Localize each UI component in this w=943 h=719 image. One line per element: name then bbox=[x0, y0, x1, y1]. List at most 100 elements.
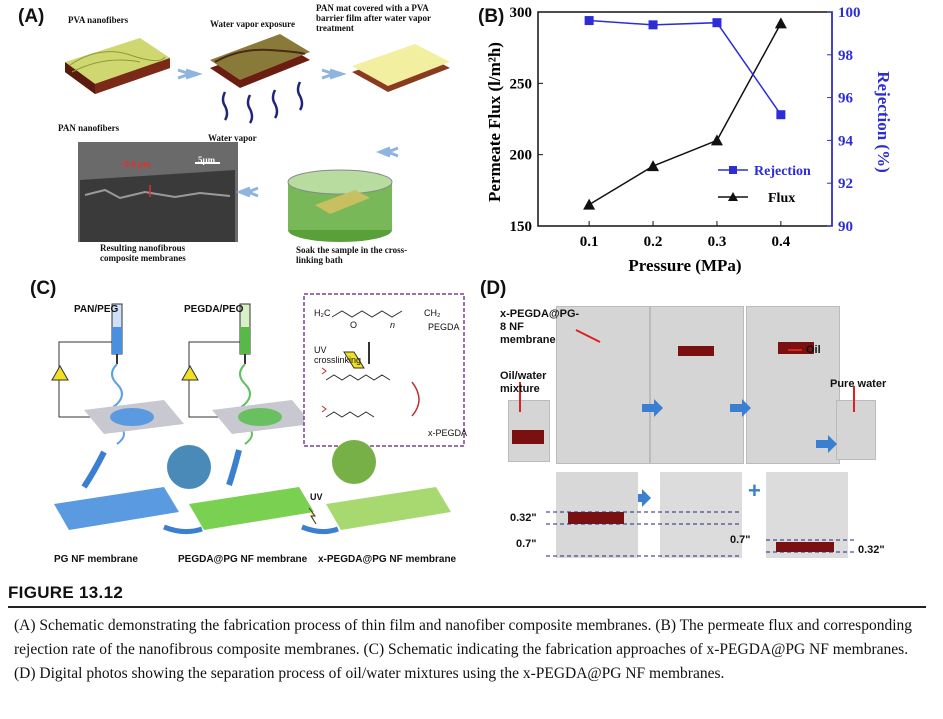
x-tick-label: 0.1 bbox=[580, 234, 599, 250]
thickness-label: ~0.6 μm bbox=[120, 159, 151, 169]
x-pegda-pg-label: x-PEGDA@PG NF membrane bbox=[318, 554, 457, 565]
y-tick-label: 150 bbox=[510, 219, 533, 235]
x-axis-label: Pressure (MPa) bbox=[628, 256, 741, 275]
ch2-label: CH₂ bbox=[424, 308, 441, 318]
sem-image bbox=[78, 142, 238, 242]
legend: Rejection Flux bbox=[718, 164, 811, 206]
scale-bar-label: 5μm bbox=[198, 155, 216, 165]
data-point-flux bbox=[647, 160, 660, 172]
arrow-icon bbox=[235, 186, 259, 198]
arrow-icon bbox=[630, 489, 651, 507]
zoom-circle bbox=[332, 440, 376, 484]
photo-pure-water bbox=[836, 400, 876, 460]
data-point-rejection bbox=[776, 110, 786, 120]
y2-tick-label: 94 bbox=[838, 133, 854, 149]
crosslinking-bath bbox=[287, 169, 393, 242]
resulting-membranes-label: Resulting nanofibrous composite membrane… bbox=[100, 243, 186, 263]
syringe-icon bbox=[111, 303, 123, 364]
y2-tick-label: 90 bbox=[838, 219, 853, 235]
oil-layer bbox=[512, 430, 544, 444]
series-line-flux bbox=[588, 23, 782, 206]
data-point-flux bbox=[583, 198, 596, 210]
n-subscript: n bbox=[390, 320, 396, 330]
pure-water-label: Pure water bbox=[830, 378, 887, 390]
pegda-peo-label: PEGDA/PEO bbox=[184, 304, 244, 315]
panel-d: x-PEGDA@PG-8 NF membrane Oil/water mixtu… bbox=[480, 282, 930, 570]
oil-layer bbox=[778, 342, 814, 354]
x-pegda-label: x-PEGDA bbox=[428, 428, 468, 438]
title-rule bbox=[8, 606, 926, 608]
arrow-icon bbox=[321, 68, 347, 80]
y2-axis-label: Rejection (%) bbox=[874, 71, 893, 173]
data-point-rejection bbox=[584, 16, 594, 26]
membrane-label: x-PEGDA@PG-8 NF membrane bbox=[500, 308, 580, 347]
pegda-label: PEGDA bbox=[428, 322, 460, 332]
water-vapor-icon bbox=[221, 81, 304, 124]
oxygen-label: O bbox=[350, 320, 358, 330]
x-tick-label: 0.3 bbox=[708, 234, 727, 250]
panel-b-label: (B) bbox=[478, 6, 505, 27]
plus-icon: + bbox=[748, 478, 761, 503]
water-vapor-exposure-label: Water vapor exposure bbox=[210, 19, 295, 29]
panel-c: PAN/PEG PEGDA/PEO PG NF membrane PEGDA@P… bbox=[14, 282, 472, 570]
y-tick-label: 200 bbox=[510, 148, 533, 164]
y2-tick-label: 100 bbox=[838, 5, 861, 21]
data-point-flux bbox=[710, 134, 723, 146]
zoom-circle bbox=[167, 445, 211, 489]
y-tick-label: 300 bbox=[510, 5, 533, 21]
panel-c-schematic bbox=[51, 293, 465, 535]
figure-caption: (A) Schematic demonstrating the fabricat… bbox=[14, 617, 913, 682]
measure-032: 0.32" bbox=[510, 512, 537, 524]
panel-c-label: (C) bbox=[30, 278, 57, 299]
photo-funnel-3 bbox=[746, 306, 840, 464]
y2-tick-label: 98 bbox=[838, 48, 853, 64]
arrow-icon bbox=[642, 399, 663, 417]
figure-title: FIGURE 13.12 bbox=[8, 583, 124, 602]
pan-peg-label: PAN/PEG bbox=[74, 304, 119, 315]
data-point-rejection bbox=[648, 20, 658, 30]
data-point-rejection bbox=[712, 18, 722, 28]
arrow-icon bbox=[177, 68, 203, 80]
panel-d-label: (D) bbox=[480, 278, 507, 299]
measure-07: 0.7" bbox=[516, 538, 537, 550]
panel-d-overlays bbox=[519, 329, 856, 558]
h2c-label: H₂C bbox=[314, 308, 331, 318]
series-line-rejection bbox=[589, 19, 782, 116]
chemistry-box bbox=[303, 293, 465, 447]
film-covered-mat bbox=[352, 44, 450, 92]
panel-a-label: (A) bbox=[18, 6, 45, 27]
uv-crosslinking-label: UV crosslinking bbox=[314, 345, 362, 365]
y2-tick-label: 96 bbox=[838, 91, 854, 107]
panel-a: PVA nanofibers PAN nanofibers Water vapo… bbox=[10, 3, 470, 272]
panel-a-schematic bbox=[65, 34, 450, 242]
measure-07-right: 0.7" bbox=[730, 534, 751, 546]
photo-funnel-1 bbox=[556, 306, 650, 464]
flux-rejection-chart: 0.1 0.2 0.3 0.4 150 200 250 300 90 92 94 96 98 100 Pe… bbox=[485, 5, 893, 275]
vapor-mat bbox=[210, 34, 310, 124]
warning-icon bbox=[181, 364, 199, 381]
pva-nanofibers-label: PVA nanofibers bbox=[68, 15, 129, 25]
data-point-flux bbox=[774, 17, 787, 29]
x-tick-label: 0.4 bbox=[771, 234, 790, 250]
water-vapor-label: Water vapor bbox=[208, 133, 257, 143]
measure-032-right: 0.32" bbox=[858, 544, 885, 556]
pva-pan-mat bbox=[65, 38, 170, 94]
soak-label: Soak the sample in the cross-linking bat… bbox=[296, 245, 408, 265]
uv-label: UV bbox=[310, 492, 323, 502]
y-axis-label: Permeate Flux (l/m²h) bbox=[485, 42, 504, 202]
oil-layer bbox=[678, 346, 714, 356]
x-tick-label: 0.2 bbox=[644, 234, 663, 250]
arrow-icon bbox=[816, 435, 837, 453]
y2-tick-label: 92 bbox=[838, 176, 853, 192]
warning-icon bbox=[51, 364, 69, 381]
uv-bolt-icon bbox=[308, 507, 317, 525]
legend-flux: Flux bbox=[768, 191, 795, 206]
photo-funnel-2 bbox=[650, 306, 744, 464]
pegda-pg-label: PEGDA@PG NF membrane bbox=[178, 554, 308, 565]
legend-rejection: Rejection bbox=[754, 164, 811, 179]
uv-bolt-icon bbox=[343, 351, 365, 369]
oil-label: Oil bbox=[806, 344, 821, 356]
syringe-icon bbox=[239, 303, 251, 364]
pg-nf-label: PG NF membrane bbox=[54, 554, 138, 565]
y-tick-label: 250 bbox=[510, 76, 533, 92]
